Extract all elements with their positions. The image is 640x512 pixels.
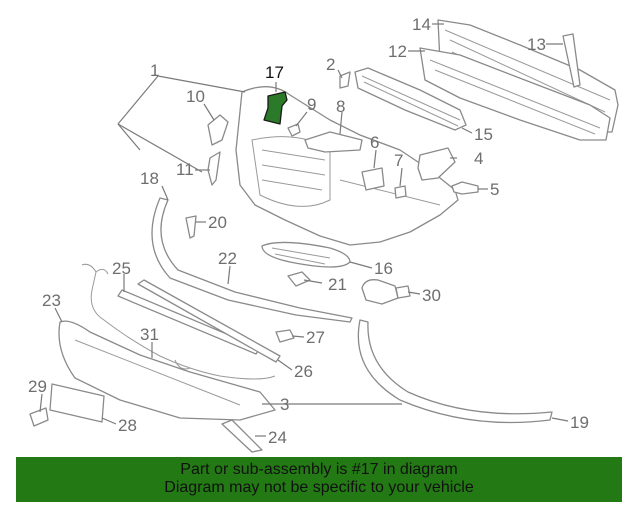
bracket-13-part <box>562 33 581 88</box>
fastener-2-part <box>339 71 351 89</box>
callout-3: 3 <box>280 395 289 414</box>
callout-6: 6 <box>370 133 379 152</box>
fastener-9-part <box>287 123 301 137</box>
callout-labels: 1 2 3 4 5 6 7 8 9 10 11 12 13 14 15 16 1… <box>28 15 589 447</box>
callout-1: 1 <box>150 61 159 80</box>
clip-20-part <box>185 215 197 239</box>
trim-11-part <box>207 151 221 186</box>
fog-grille-part <box>261 241 351 268</box>
highlighted-part-17 <box>263 91 288 125</box>
callout-28: 28 <box>118 416 137 435</box>
callout-15: 15 <box>474 125 493 144</box>
sensor-30-part <box>361 279 411 305</box>
callout-8: 8 <box>336 97 345 116</box>
grille-insert-part <box>354 67 467 131</box>
callout-2: 2 <box>326 55 335 74</box>
clip-7-part <box>394 185 407 199</box>
callout-19: 19 <box>570 413 589 432</box>
callout-11: 11 <box>176 160 194 179</box>
lower-spoiler-part <box>151 197 353 323</box>
callout-20: 20 <box>208 213 227 232</box>
bolt-5-part <box>451 181 479 195</box>
banner-line-1: Part or sub-assembly is #17 in diagram <box>180 461 458 478</box>
callout-16: 16 <box>374 259 393 278</box>
clip-21-part <box>287 271 311 287</box>
callout-7: 7 <box>394 151 403 170</box>
bolt-29-part <box>29 407 49 427</box>
wiring-harness-part <box>81 263 276 380</box>
callout-25: 25 <box>112 259 131 278</box>
bracket-28-part <box>49 383 105 423</box>
callout-26: 26 <box>294 362 313 381</box>
callout-4: 4 <box>474 149 483 168</box>
callout-29: 29 <box>28 377 47 396</box>
callout-14: 14 <box>412 15 431 34</box>
splash-shield-part <box>58 320 276 421</box>
parts-diagram: 1 2 3 4 5 6 7 8 9 10 11 12 13 14 15 16 1… <box>28 15 619 453</box>
callout-23: 23 <box>42 291 61 310</box>
bracket-4-part <box>417 147 456 181</box>
callout-9: 9 <box>307 95 316 114</box>
callout-24: 24 <box>268 428 287 447</box>
side-strip-part <box>357 319 553 424</box>
callout-22: 22 <box>218 249 237 268</box>
energy-absorber-part <box>419 47 611 141</box>
part-6 <box>361 167 385 191</box>
callout-21: 21 <box>328 275 347 294</box>
callout-5: 5 <box>490 180 499 199</box>
callout-30: 30 <box>422 286 441 305</box>
callout-18: 18 <box>140 169 159 188</box>
tow-cover-part <box>207 114 229 146</box>
callout-31: 31 <box>140 325 159 344</box>
leader-lines <box>39 23 569 437</box>
callout-12: 12 <box>388 42 407 61</box>
callout-13: 13 <box>527 35 546 54</box>
plate-24-part <box>221 419 263 453</box>
bracket-8-part <box>304 131 363 153</box>
callout-27: 27 <box>306 328 325 347</box>
callout-17: 17 <box>265 63 284 82</box>
banner-line-2: Diagram may not be specific to your vehi… <box>164 479 474 496</box>
trim-strip-26-part <box>137 279 281 363</box>
callout-10: 10 <box>186 87 205 106</box>
info-banner: Part or sub-assembly is #17 in diagram D… <box>16 457 622 502</box>
clip-27-part <box>275 329 295 343</box>
